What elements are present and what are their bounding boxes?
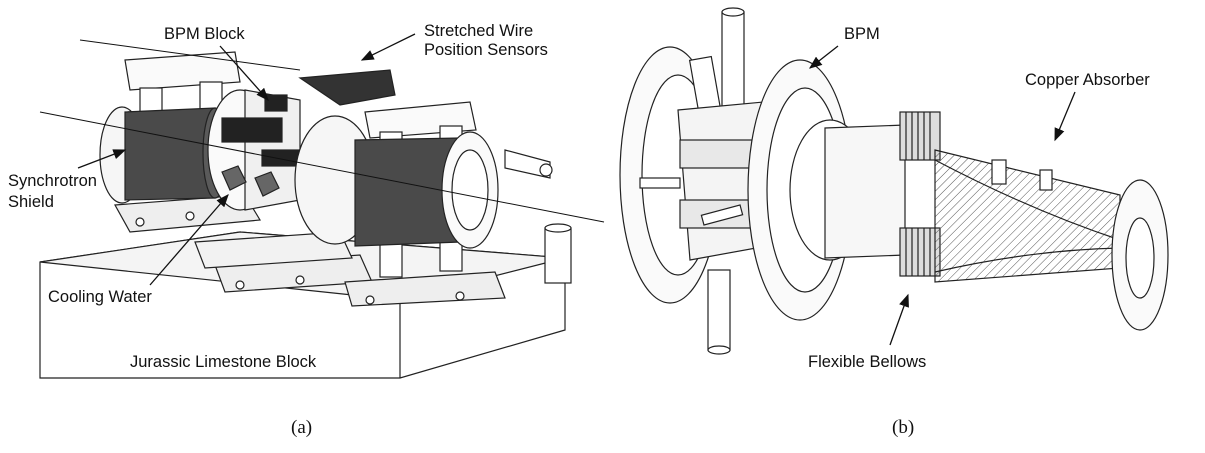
copper-absorber [934,149,1121,283]
inner-pipe [824,124,906,259]
wire-sensor [298,69,396,106]
stretched-wire-lower [39,111,605,223]
label-copper-absorber: Copper Absorber [1025,71,1150,89]
arrow-synchrotron-shield [77,149,127,169]
stretched-wire-upper [79,39,301,71]
cooling-water-connectors [221,165,280,197]
arrow-stretched-wire [360,33,416,61]
arrow-bpm-block [219,45,269,101]
arrow-copper-absorber [1054,91,1076,142]
figure-panel-b: BPM Copper Absorber Flexible Bellows [600,0,1205,400]
caption-b: (b) [892,417,915,438]
label-shield: Shield [8,193,54,211]
label-synchrotron: Synchrotron [8,172,97,190]
label-position-sensors: Position Sensors [424,41,548,59]
left-shield [124,107,216,201]
arrow-flexible-bellows [889,293,909,346]
arrow-bpm [808,45,839,69]
arrow-cooling-water [149,194,229,286]
bpm-upper-tube [721,11,745,108]
bpm-absorber-cutaway-drawing [619,7,1169,355]
label-limestone-block: Jurassic Limestone Block [130,353,317,371]
bpm-lower-tube [707,269,731,351]
bellows [899,111,941,277]
bpm-test-stand-drawing [39,33,605,379]
label-bpm: BPM [844,25,880,43]
label-flexible-bellows: Flexible Bellows [808,353,927,371]
figure-panel-a: BPM Block Stretched Wire Position Sensor… [0,0,620,400]
side-cylinder [544,227,572,284]
label-bpm-block: BPM Block [164,25,245,43]
lever-arm [504,149,551,179]
label-cooling-water: Cooling Water [48,288,152,306]
bpm-block [207,89,303,211]
caption-a: (a) [291,417,313,438]
label-stretched-wire: Stretched Wire [424,22,534,40]
